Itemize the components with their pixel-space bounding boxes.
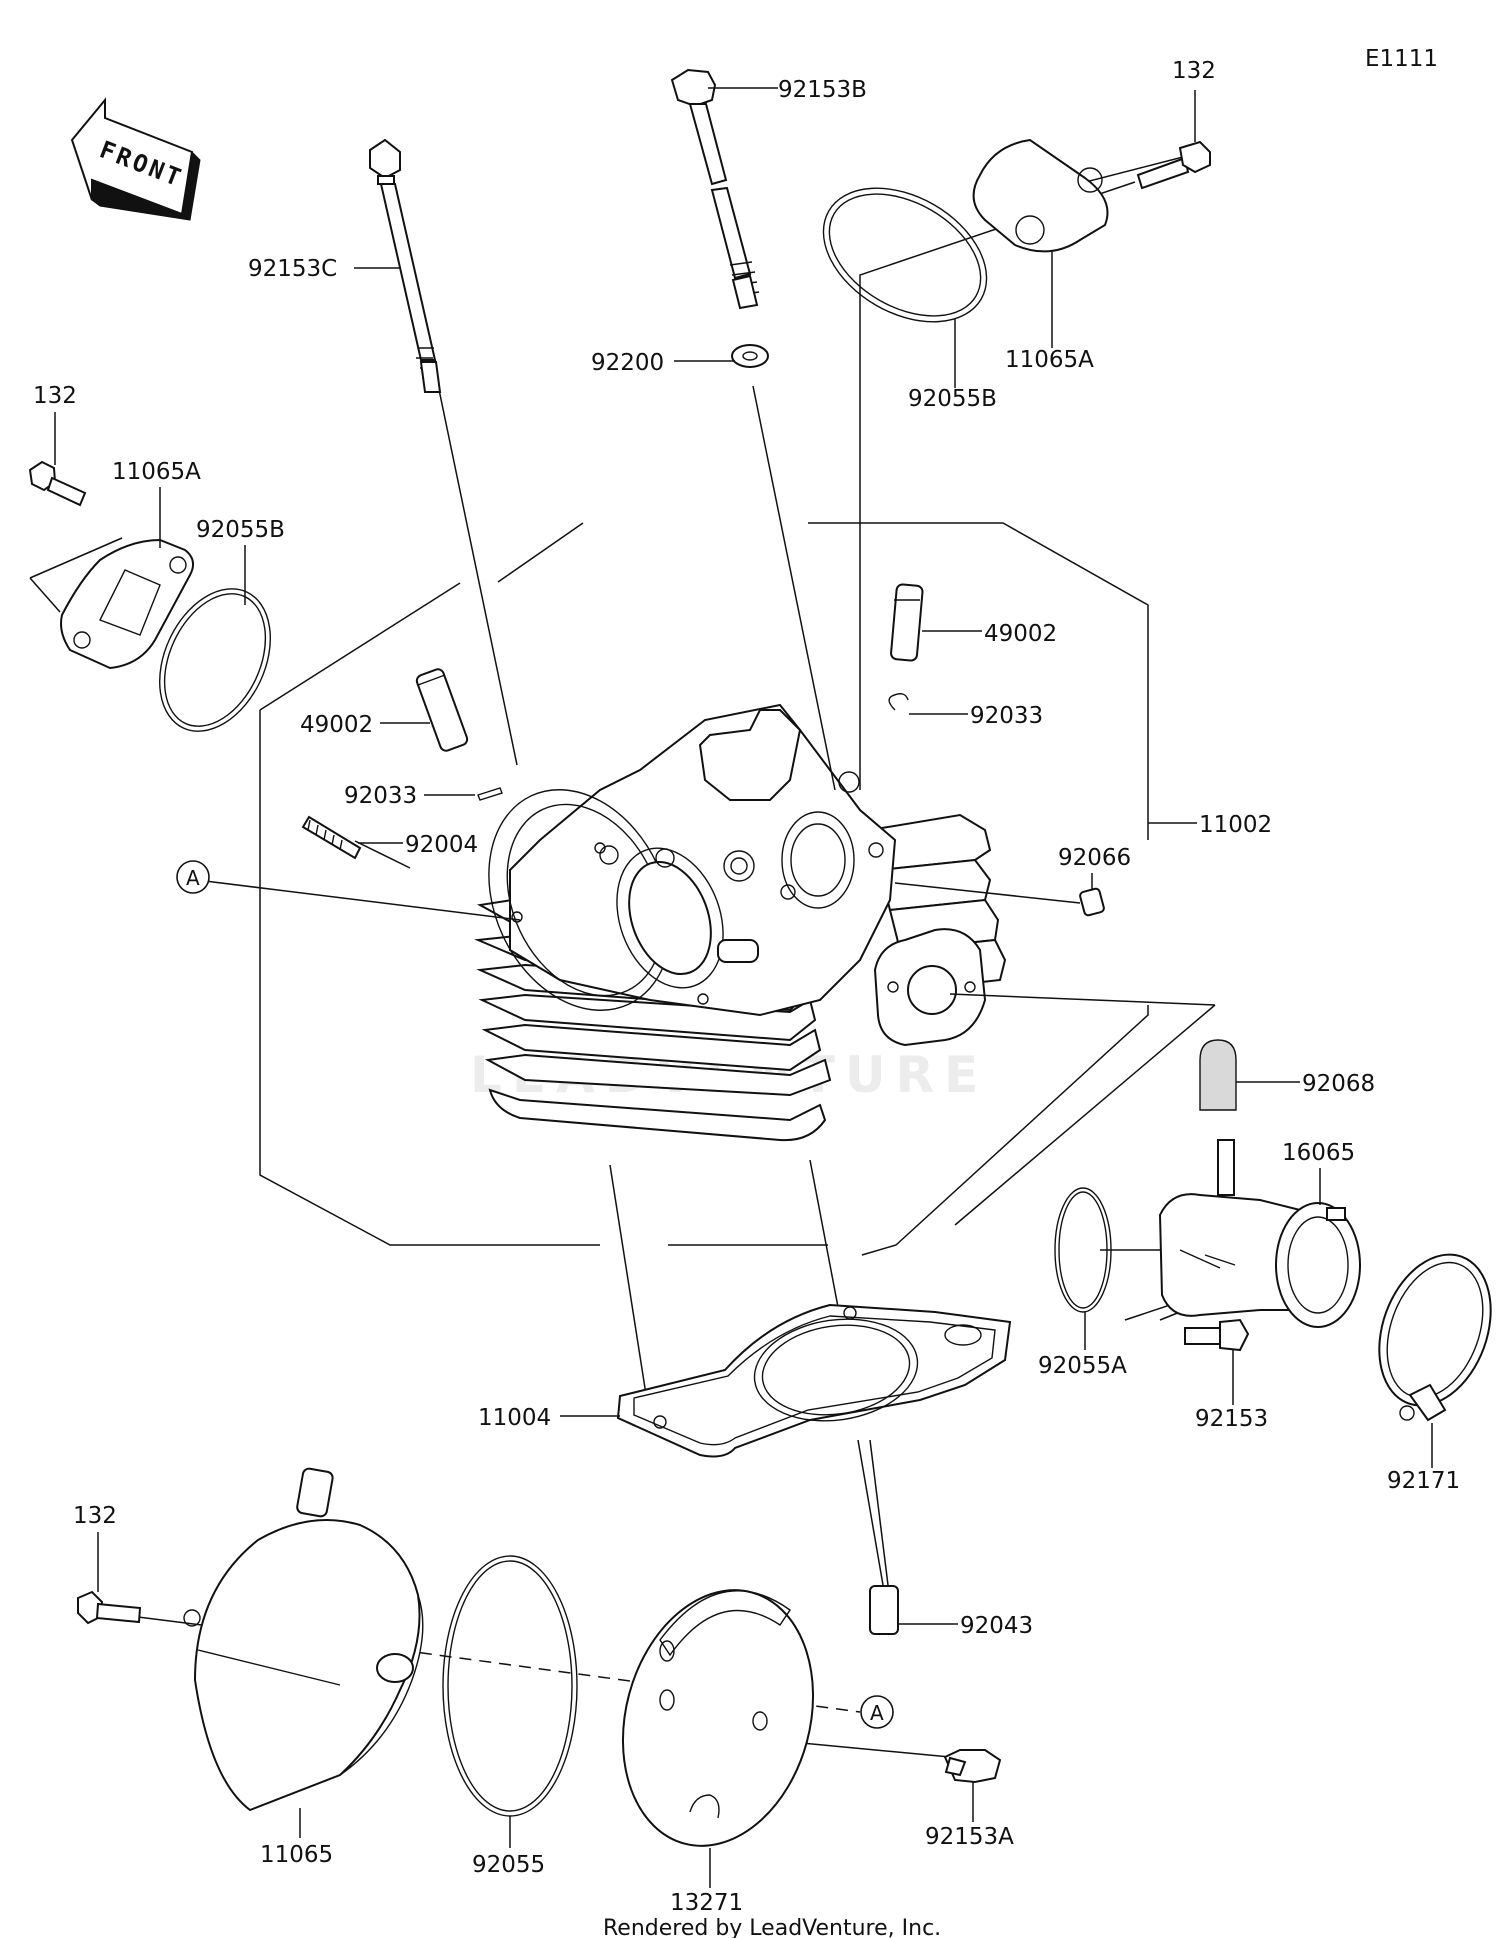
svg-text:A: A: [870, 1701, 884, 1725]
oring-92055-icon: [442, 1555, 578, 1817]
clip-92033-left-icon: [477, 787, 503, 801]
oring-92055b-left-icon: [158, 588, 272, 732]
valve-guide-49002-right-icon: [890, 583, 924, 662]
bolt-92153a-icon: [943, 1749, 1002, 1784]
valve-guide-49002-left-icon: [415, 668, 469, 752]
part-label-92043: 92043: [960, 1613, 1033, 1639]
part-label-92200: 92200: [591, 350, 664, 376]
cylinder-head: [474, 703, 1007, 1142]
part-label-132-bottom: 132: [73, 1503, 117, 1529]
svg-text:A: A: [186, 866, 200, 890]
part-label-92153: 92153: [1195, 1406, 1268, 1432]
part-label-92153a: 92153A: [925, 1824, 1014, 1850]
bolt-132-left-icon: [28, 460, 87, 507]
footer-credit: Rendered by LeadVenture, Inc.: [603, 1916, 941, 1938]
bolt-132-bottom-icon: [77, 1590, 142, 1625]
part-label-92055a: 92055A: [1038, 1353, 1127, 1379]
part-label-11004: 11004: [478, 1405, 551, 1431]
clip-92033-right-icon: [888, 693, 909, 711]
part-label-92066: 92066: [1058, 845, 1131, 871]
part-label-11065: 11065: [260, 1842, 333, 1868]
part-label-132-left: 132: [33, 383, 77, 409]
cover-plate-13271-icon: [621, 1589, 815, 1847]
oring-92055b-top-icon: [822, 187, 988, 323]
bolt-132-top-icon: [1136, 140, 1211, 190]
part-labels: 92153B 132 92153C 92200 92055B 11065A 13…: [33, 58, 1460, 1916]
bolt-92153-icon: [1184, 1318, 1250, 1352]
cap-11065a-left-icon: [60, 538, 195, 670]
part-label-11002: 11002: [1199, 812, 1272, 838]
part-label-92033-right: 92033: [970, 703, 1043, 729]
front-arrow-icon: FRONT: [70, 97, 201, 221]
intake-holder-16065-icon: [1158, 1139, 1361, 1328]
dowel-92043-icon: [869, 1585, 899, 1635]
clamp-92171-icon: [1378, 1253, 1492, 1422]
part-label-49002-left: 49002: [300, 712, 373, 738]
head-gasket-11004-icon: [616, 1303, 1012, 1458]
part-label-11065a-top: 11065A: [1005, 347, 1094, 373]
part-label-92055: 92055: [472, 1852, 545, 1878]
diagram-code: E1111: [1365, 46, 1438, 72]
part-label-49002-right: 49002: [984, 621, 1057, 647]
part-label-92055b-left: 92055B: [196, 517, 285, 543]
bolt-92153b-icon: [670, 68, 760, 310]
stud-92153c-icon: [369, 138, 442, 393]
part-label-92171: 92171: [1387, 1468, 1460, 1494]
part-label-92055b-top: 92055B: [908, 386, 997, 412]
part-label-92068: 92068: [1302, 1071, 1375, 1097]
oring-92055a-icon: [1054, 1187, 1112, 1313]
part-label-92153b: 92153B: [778, 77, 867, 103]
part-label-92004: 92004: [405, 832, 478, 858]
dowel-92066-icon: [1079, 887, 1105, 917]
part-label-13271: 13271: [670, 1890, 743, 1916]
part-label-132-top: 132: [1172, 58, 1216, 84]
cap-92068-icon: [1199, 1039, 1237, 1111]
reference-marker-a-upper: A: [176, 860, 210, 894]
assembly-bracket-11002: [259, 522, 1185, 1256]
cap-11065a-top-icon: [972, 138, 1109, 253]
part-label-11065a-left: 11065A: [112, 459, 201, 485]
reference-marker-a-lower: A: [860, 1695, 894, 1729]
stud-92004-icon: [301, 815, 362, 860]
part-label-16065: 16065: [1282, 1140, 1355, 1166]
tappet-cover-11065-icon: [183, 1467, 424, 1812]
part-label-92153c: 92153C: [248, 256, 337, 282]
part-label-92033-left: 92033: [344, 783, 417, 809]
washer-92200-icon: [731, 344, 769, 368]
